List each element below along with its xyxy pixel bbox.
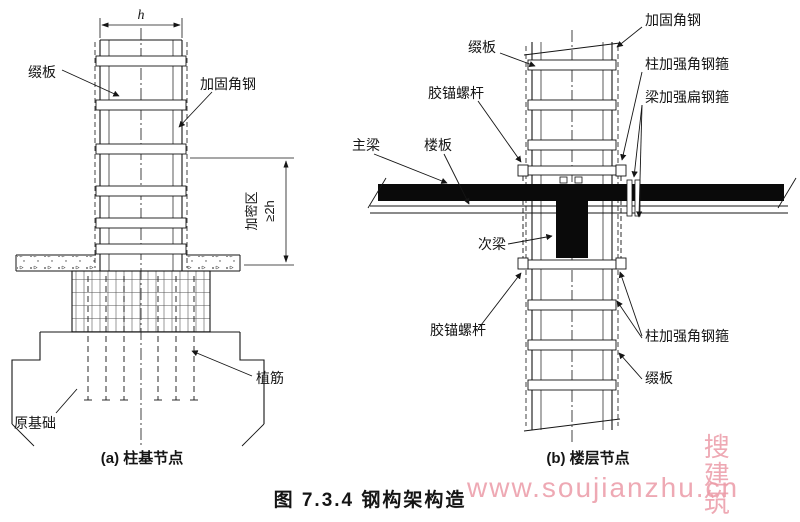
label-anchor-bolt-b-top: 胶锚螺杆 — [428, 85, 484, 101]
planted-rebars-a — [87, 276, 195, 400]
bolt-heads-on-beam — [559, 176, 583, 184]
label-batten-plate-b-bottom: 缀板 — [645, 370, 673, 386]
leader-reinforcing-angle-b — [616, 26, 643, 48]
leader-main-girder — [373, 153, 448, 184]
label-width-dim-a: h — [138, 8, 145, 23]
label-main-girder-b: 主梁 — [352, 137, 380, 153]
labels-layer: h 缀板 加固角钢 加密区 ≥2h 植筋 原基础 (a) 柱基节点 加固角钢 缀… — [14, 8, 739, 511]
caption-diagram-a: (a) 柱基节点 — [101, 449, 184, 467]
beam-break-left — [367, 177, 387, 209]
leader-batten-plate-a — [61, 69, 120, 97]
label-column-hoop-b-bottom: 柱加强角钢箍 — [645, 328, 729, 344]
leader-column-hoop-b-bottom-2 — [616, 300, 643, 339]
column-b-break-marks — [523, 42, 621, 432]
diagram-a-column-base-joint — [11, 18, 294, 448]
leader-floor-slab — [443, 153, 470, 205]
leader-planted-rebar-a — [191, 350, 253, 377]
leader-original-foundation-a — [55, 388, 78, 414]
label-column-hoop-b-top: 柱加强角钢箍 — [645, 56, 729, 72]
label-planted-rebar-a: 植筋 — [256, 370, 284, 386]
leader-lines-a — [55, 69, 253, 414]
leader-batten-plate-b-bottom — [618, 352, 643, 380]
column-b-original-edges-dashed — [525, 46, 619, 426]
column-a-original-edges-dashed — [94, 42, 188, 268]
dimension-h-a — [99, 18, 183, 38]
label-anchor-bolt-b-bottom: 胶锚螺杆 — [430, 322, 486, 338]
dimension-densified-zone-a — [190, 157, 294, 266]
batten-plates-a — [95, 55, 187, 255]
leader-anchor-bolt-b-top — [477, 100, 522, 163]
label-reinforcing-angle-a: 加固角钢 — [200, 76, 256, 92]
leader-secondary-beam — [507, 233, 553, 245]
leader-batten-plate-b-top — [499, 52, 536, 67]
leader-beam-hoop-b-2 — [636, 104, 643, 218]
label-reinforcing-angle-b: 加固角钢 — [645, 12, 701, 28]
figure-caption: 图 7.3.4 钢构架构造 — [274, 488, 467, 511]
label-batten-plate-b-top: 缀板 — [468, 39, 496, 55]
leader-anchor-bolt-b-bottom — [477, 272, 522, 330]
leader-lines-b — [373, 26, 643, 380]
label-densified-zone-a: 加密区 — [244, 191, 259, 230]
label-floor-slab-b: 楼板 — [424, 137, 452, 153]
original-foundation-outline-a — [11, 331, 265, 447]
leader-column-hoop-b-top — [620, 71, 643, 161]
label-original-foundation-a: 原基础 — [14, 415, 56, 431]
label-secondary-beam-b: 次梁 — [478, 236, 506, 252]
beam-break-right — [777, 177, 797, 209]
encased-base-block-a — [71, 270, 211, 333]
watermark-url: www.soujianzhu.cn — [466, 472, 739, 503]
watermark-brand: 搜建筑 — [700, 433, 731, 517]
column-a-angle-steel-edges — [99, 39, 183, 271]
leader-column-hoop-b-bottom-1 — [618, 271, 643, 337]
label-densified-zone-dim-a: ≥2h — [262, 200, 277, 222]
batten-plates-b — [527, 59, 617, 391]
leader-beam-hoop-b-1 — [631, 104, 643, 178]
leader-reinforcing-angle-a — [178, 91, 213, 128]
label-batten-plate-a: 缀板 — [28, 64, 56, 80]
main-girder-section — [378, 184, 784, 201]
label-beam-flat-hoop-b: 梁加强扁钢箍 — [645, 89, 729, 105]
caption-diagram-b: (b) 楼层节点 — [546, 449, 629, 467]
anchor-bolt-rods-b — [522, 176, 622, 258]
secondary-beam-section — [556, 196, 588, 258]
diagram-b-floor-joint — [367, 26, 797, 445]
floor-structure-b — [367, 176, 797, 258]
